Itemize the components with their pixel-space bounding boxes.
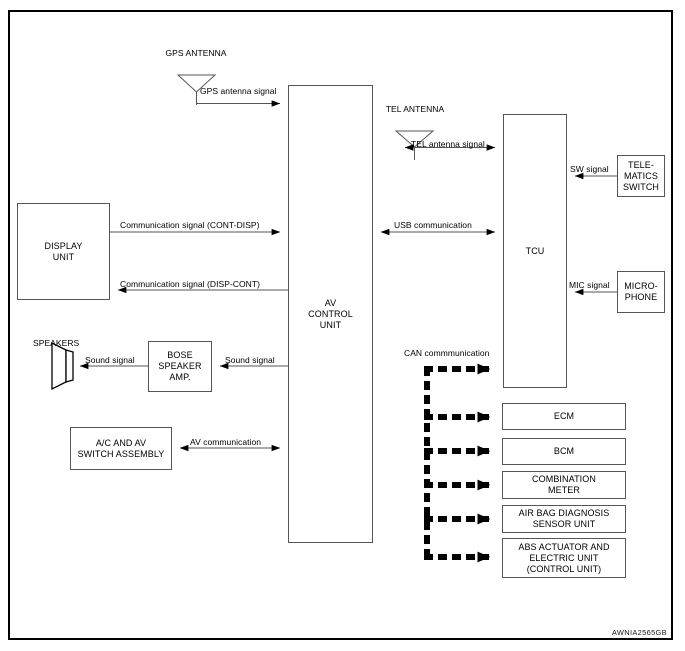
sw-signal-label: SW signal [570,164,609,174]
block-air-bag-diagnosis-sensor-unit-label: AIR BAG DIAGNOSIS SENSOR UNIT [518,508,610,529]
block-abs-actuator-electric-unit-label: ABS ACTUATOR AND ELECTRIC UNIT (CONTROL … [518,541,610,574]
block-av-control-unit-label: AV CONTROL UNIT [308,297,353,330]
block-telematics-switch[interactable]: TELE- MATICS SWITCH [617,155,665,197]
block-ac-av-switch-assembly-label: A/C AND AV SWITCH ASSEMBLY [77,437,165,459]
comm-cont-disp-label: Communication signal (CONT-DISP) [120,220,260,230]
figure-code: AWNIA2565GB [611,628,667,637]
comm-disp-cont-label: Communication signal (DISP-CONT) [120,279,260,289]
block-abs-actuator-electric-unit[interactable]: ABS ACTUATOR AND ELECTRIC UNIT (CONTROL … [502,538,626,578]
block-air-bag-diagnosis-sensor-unit[interactable]: AIR BAG DIAGNOSIS SENSOR UNIT [502,505,626,533]
block-telematics-switch-label: TELE- MATICS SWITCH [622,159,660,192]
tel-antenna-label: TEL ANTENNA [385,104,445,114]
block-bcm[interactable]: BCM [502,438,626,465]
block-ecm-label: ECM [553,411,575,421]
block-display-unit-label: DISPLAY UNIT [44,240,83,262]
sound-signal-left-label: Sound signal [85,355,135,365]
usb-communication-label: USB communication [394,220,472,230]
speakers-label: SPEAKERS [33,338,80,348]
block-tcu[interactable]: TCU [503,114,567,388]
sound-signal-right-label: Sound signal [225,355,275,365]
block-bose-speaker-amp-label: BOSE SPEAKER AMP. [158,350,202,382]
block-display-unit[interactable]: DISPLAY UNIT [17,203,110,300]
tel-antenna-signal-label: TEL antenna signal [411,139,485,149]
block-microphone-label: MICRO- PHONE [624,281,658,302]
block-combination-meter-label: COMBINATION METER [532,474,596,495]
block-ecm[interactable]: ECM [502,403,626,430]
block-bcm-label: BCM [553,446,575,456]
mic-signal-label: MIC signal [569,280,610,290]
can-communication-label: CAN commmunication [404,348,490,358]
block-combination-meter[interactable]: COMBINATION METER [502,471,626,499]
av-communication-label: AV communication [190,437,262,447]
block-tcu-label: TCU [525,245,545,256]
block-microphone[interactable]: MICRO- PHONE [617,271,665,313]
gps-antenna-signal-label: GPS antenna signal [200,86,277,96]
block-bose-speaker-amp[interactable]: BOSE SPEAKER AMP. [148,341,212,392]
block-av-control-unit[interactable]: AV CONTROL UNIT [288,85,373,543]
gps-antenna-label: GPS ANTENNA [165,48,227,58]
block-ac-av-switch-assembly[interactable]: A/C AND AV SWITCH ASSEMBLY [70,427,172,470]
